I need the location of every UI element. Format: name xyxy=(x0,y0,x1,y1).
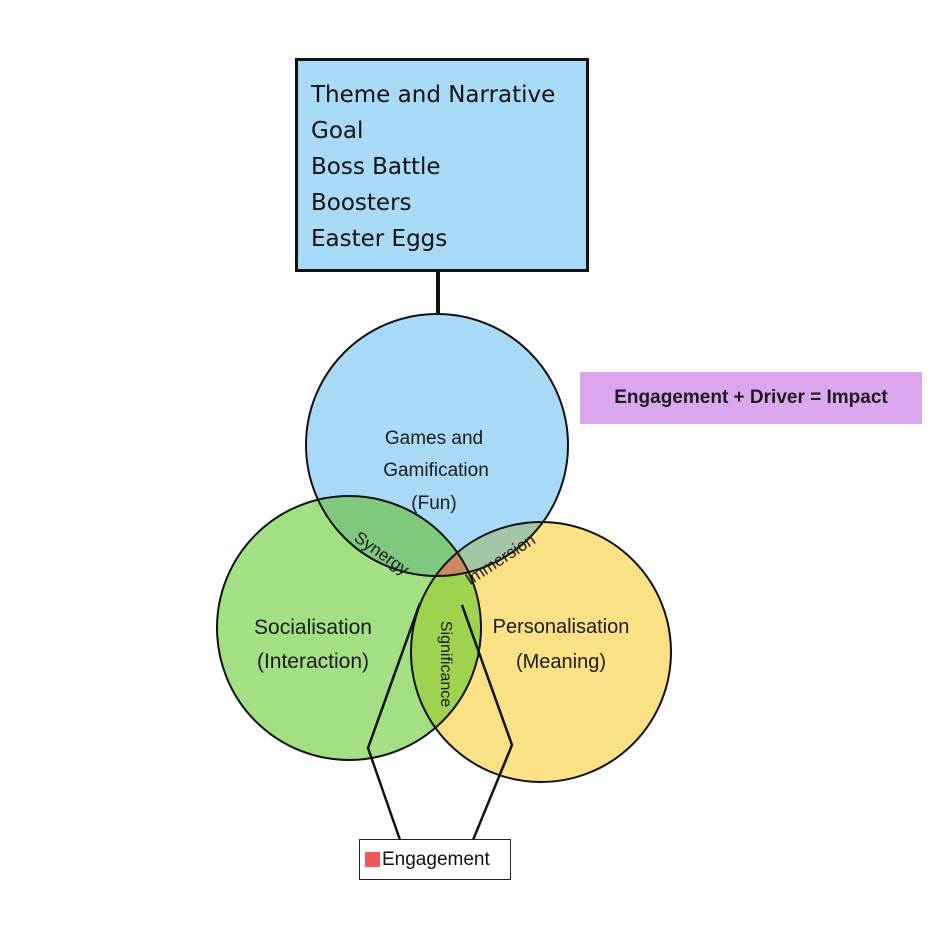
element-item: Easter Eggs xyxy=(311,226,448,252)
element-item: Boosters xyxy=(311,190,412,216)
personalisation-label-1: Personalisation xyxy=(493,616,630,638)
engagement-bracket-left xyxy=(366,602,422,841)
games-label-2: Gamification xyxy=(383,460,489,481)
games-label-1: Games and xyxy=(385,428,483,449)
element-item: Theme and Narrative xyxy=(311,82,556,108)
impact-formula: Engagement + Driver = Impact xyxy=(580,372,922,424)
socialisation-label-1: Socialisation xyxy=(254,616,372,639)
legend-swatch xyxy=(365,852,380,867)
element-item: Goal xyxy=(311,118,364,144)
engagement-bracket-right xyxy=(460,604,514,841)
circle-personalisation xyxy=(411,522,671,782)
element-item: Boss Battle xyxy=(311,154,441,180)
socialisation-label-2: (Interaction) xyxy=(257,650,369,673)
legend: Engagement xyxy=(359,839,511,880)
overlap-synergy xyxy=(306,496,481,576)
legend-label: Engagement xyxy=(382,848,490,870)
significance-label: Significance xyxy=(437,621,454,707)
personalisation-label-2: (Meaning) xyxy=(516,651,606,673)
games-label-3: (Fun) xyxy=(411,493,456,514)
game-elements-box: Theme and Narrative Goal Boss Battle Boo… xyxy=(295,58,589,272)
